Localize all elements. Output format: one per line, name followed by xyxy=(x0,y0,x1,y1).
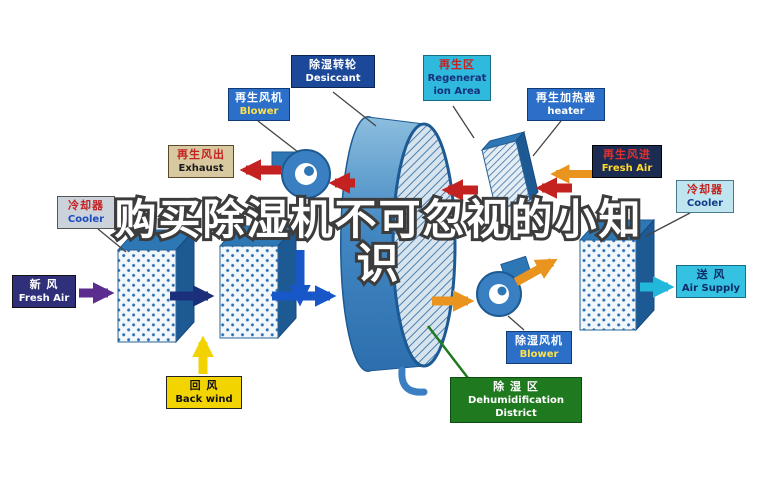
label-exhaust-zh: 再生风出 xyxy=(177,148,225,161)
label-regen-fresh-air-en: Fresh Air xyxy=(601,163,653,175)
label-back-wind-zh: 回 风 xyxy=(189,379,219,392)
label-regen-heater-zh: 再生加热器 xyxy=(536,91,596,104)
arrow-fan-to-right-exchanger xyxy=(513,258,558,286)
label-regen-blower: 再生风机 Blower xyxy=(228,88,290,122)
leader-cooler-right xyxy=(645,212,691,237)
leader-desiccant xyxy=(332,91,377,127)
label-fresh-air-zh: 新 风 xyxy=(29,278,59,291)
leader-dehumid-blower xyxy=(507,315,525,331)
label-regen-heater: 再生加热器 heater xyxy=(527,88,605,122)
label-cooler-left: 冷却器 Cooler xyxy=(57,196,115,230)
label-back-wind: 回 风 Back wind xyxy=(166,376,242,410)
label-regen-blower-zh: 再生风机 xyxy=(235,91,283,104)
wheel-seal-strip xyxy=(398,366,428,396)
label-dehumid-blower-en: Blower xyxy=(519,349,559,361)
label-air-supply-en: Air Supply xyxy=(681,283,741,295)
label-dehumid-blower-zh: 除湿风机 xyxy=(515,334,563,347)
label-regen-fresh-air-zh: 再生风进 xyxy=(603,148,651,161)
label-air-supply-zh: 送 风 xyxy=(696,268,726,281)
leader-cooler-left xyxy=(97,228,127,253)
label-regen-blower-en: Blower xyxy=(239,106,279,118)
label-cooler-right-en: Cooler xyxy=(686,198,724,210)
label-regen-heater-en: heater xyxy=(547,106,585,118)
label-exhaust-en: Exhaust xyxy=(178,163,224,175)
label-fresh-air: 新 风 Fresh Air xyxy=(12,275,76,309)
leader-regen-heater xyxy=(532,120,562,157)
label-dehumid-district-zh: 除 湿 区 xyxy=(493,380,539,393)
label-cooler-right-zh: 冷却器 xyxy=(687,183,723,196)
label-back-wind-en: Back wind xyxy=(175,394,233,406)
leader-regen-blower xyxy=(257,120,299,153)
label-air-supply: 送 风 Air Supply xyxy=(676,265,746,299)
leader-dehumid-district xyxy=(427,325,469,379)
label-regeneration-area-en: Regeneration Area xyxy=(427,73,487,98)
leader-lines xyxy=(97,91,691,331)
label-desiccant: 除湿转轮 Desiccant xyxy=(291,55,375,89)
leader-regeneration-area xyxy=(452,105,475,139)
label-regeneration-area: 再生区 Regeneration Area xyxy=(423,55,491,102)
label-exhaust: 再生风出 Exhaust xyxy=(168,145,234,179)
desiccant-wheel xyxy=(340,116,457,396)
process-fan xyxy=(476,255,532,317)
regeneration-duct xyxy=(480,130,539,211)
label-cooler-right: 冷却器 Cooler xyxy=(676,180,734,214)
label-fresh-air-en: Fresh Air xyxy=(18,293,70,305)
label-dehumid-district-en2: District xyxy=(495,408,537,420)
label-cooler-left-en: Cooler xyxy=(67,214,105,226)
label-regen-fresh-air: 再生风进 Fresh Air xyxy=(592,145,662,179)
label-desiccant-en: Desiccant xyxy=(305,73,361,85)
label-desiccant-zh: 除湿转轮 xyxy=(309,58,357,71)
heat-exchanger-left-2 xyxy=(218,224,298,340)
label-dehumid-district: 除 湿 区 Dehumidification District xyxy=(450,377,582,424)
heat-exchanger-left-1 xyxy=(116,228,196,344)
heat-exchanger-right xyxy=(578,218,656,332)
label-regeneration-area-zh: 再生区 xyxy=(439,58,475,71)
label-cooler-left-zh: 冷却器 xyxy=(68,199,104,212)
label-dehumid-blower: 除湿风机 Blower xyxy=(506,331,572,365)
label-dehumid-district-en1: Dehumidification xyxy=(467,395,565,407)
